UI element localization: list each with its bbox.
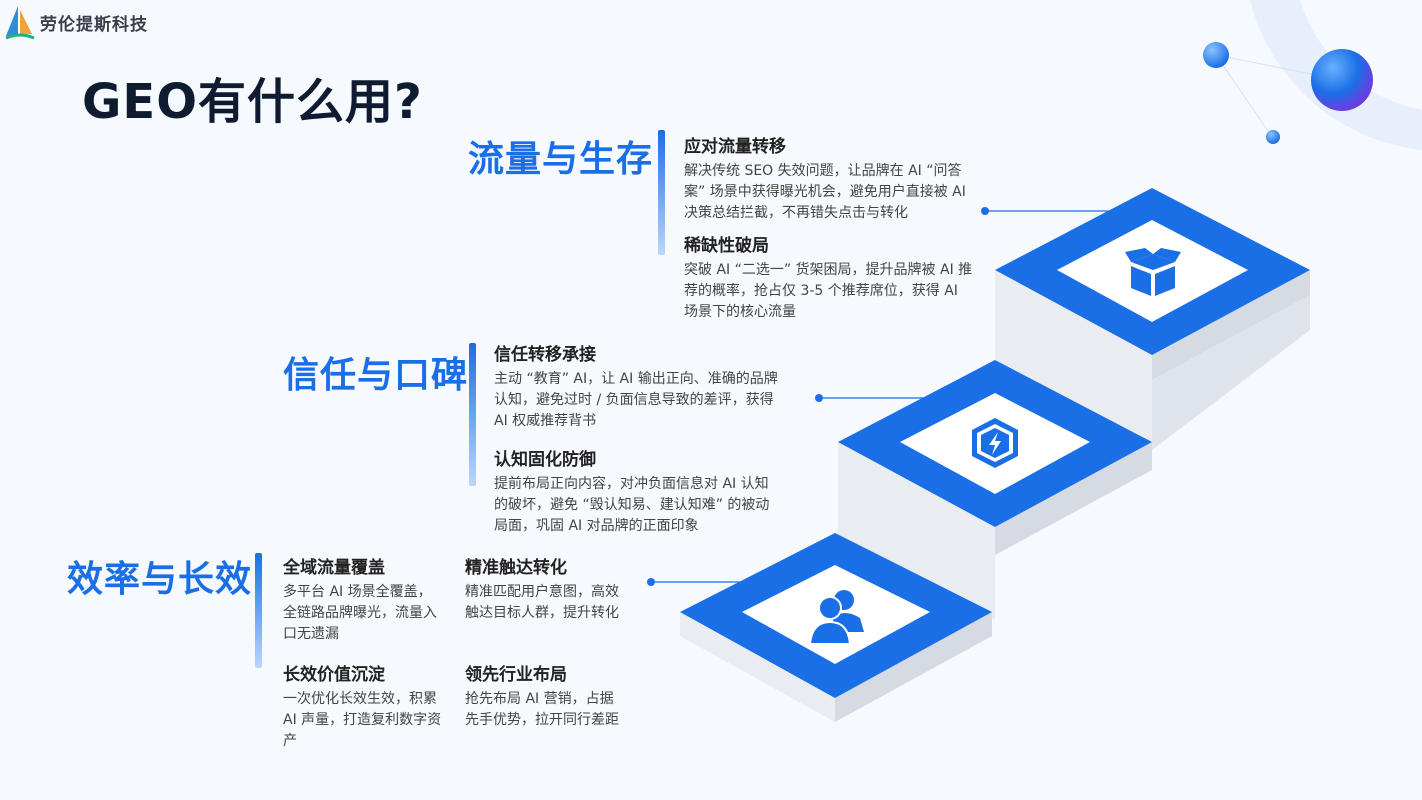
lightning-shield-icon xyxy=(972,418,1018,468)
brand-name: 劳伦提斯科技 xyxy=(40,14,148,35)
connector-lines xyxy=(647,207,1110,586)
item-text: 一次优化长效生效，积累 AI 声量，打造复利数字资产 xyxy=(283,691,442,749)
item-scarcity: 稀缺性破局 突破 AI “二选一” 货架困局，提升品牌被 AI 推荐的概率，抢占… xyxy=(684,235,984,323)
page-title: GEO有什么用? xyxy=(82,74,423,130)
sphere-small-2 xyxy=(1266,130,1280,144)
item-head: 认知固化防御 xyxy=(494,450,596,470)
section-divider xyxy=(469,343,476,486)
item-text: 精准匹配用户意图，高效触达目标人群，提升转化 xyxy=(465,584,619,621)
open-box-icon xyxy=(1125,248,1181,296)
item-cognition-defense: 认知固化防御 提前布局正向内容，对冲负面信息对 AI 认知的破坏，避免 “毁认知… xyxy=(494,449,794,537)
item-head: 领先行业布局 xyxy=(465,665,567,685)
users-icon xyxy=(808,590,864,645)
step-top xyxy=(995,188,1310,355)
sphere-large xyxy=(1311,49,1373,111)
item-text: 解决传统 SEO 失效问题，让品牌在 AI “问答案” 场景中获得曝光机会，避免… xyxy=(684,163,966,221)
item-full-coverage: 全域流量覆盖 多平台 AI 场景全覆盖，全链路品牌曝光，流量入口无遗漏 xyxy=(283,557,443,645)
item-head: 精准触达转化 xyxy=(465,558,567,578)
item-trust-transfer: 信任转移承接 主动 “教育” AI，让 AI 输出正向、准确的品牌认知，避免过时… xyxy=(494,344,794,432)
step-risers xyxy=(680,270,1310,722)
item-text: 抢先布局 AI 营销，占据先手优势，拉开同行差距 xyxy=(465,691,619,728)
section-divider xyxy=(658,130,665,255)
item-text: 突破 AI “二选一” 货架困局，提升品牌被 AI 推荐的概率，抢占仅 3-5 … xyxy=(684,262,973,320)
sphere-small-1 xyxy=(1203,42,1229,68)
item-head: 信任转移承接 xyxy=(494,345,596,365)
item-head: 应对流量转移 xyxy=(684,137,786,157)
item-long-term-value: 长效价值沉淀 一次优化长效生效，积累 AI 声量，打造复利数字资产 xyxy=(283,664,443,752)
item-head: 长效价值沉淀 xyxy=(283,665,385,685)
item-head: 全域流量覆盖 xyxy=(283,558,385,578)
sail-logo-icon xyxy=(5,6,35,40)
item-text: 主动 “教育” AI，让 AI 输出正向、准确的品牌认知，避免过时 / 负面信息… xyxy=(494,371,778,429)
item-precise-reach: 精准触达转化 精准匹配用户意图，高效触达目标人群，提升转化 xyxy=(465,557,625,624)
item-text: 提前布局正向内容，对冲负面信息对 AI 认知的破坏，避免 “毁认知易、建认知难”… xyxy=(494,476,770,534)
item-industry-lead: 领先行业布局 抢先布局 AI 营销，占据先手优势，拉开同行差距 xyxy=(465,664,625,731)
section-divider xyxy=(255,553,262,668)
item-text: 多平台 AI 场景全覆盖，全链路品牌曝光，流量入口无遗漏 xyxy=(283,584,437,642)
section-title-efficiency: 效率与长效 xyxy=(67,559,253,600)
item-traffic-shift: 应对流量转移 解决传统 SEO 失效问题，让品牌在 AI “问答案” 场景中获得… xyxy=(684,136,984,224)
section-title-trust: 信任与口碑 xyxy=(283,355,469,396)
brand-logo: 劳伦提斯科技 xyxy=(4,4,148,40)
section-title-traffic: 流量与生存 xyxy=(468,139,654,180)
item-head: 稀缺性破局 xyxy=(684,236,769,256)
